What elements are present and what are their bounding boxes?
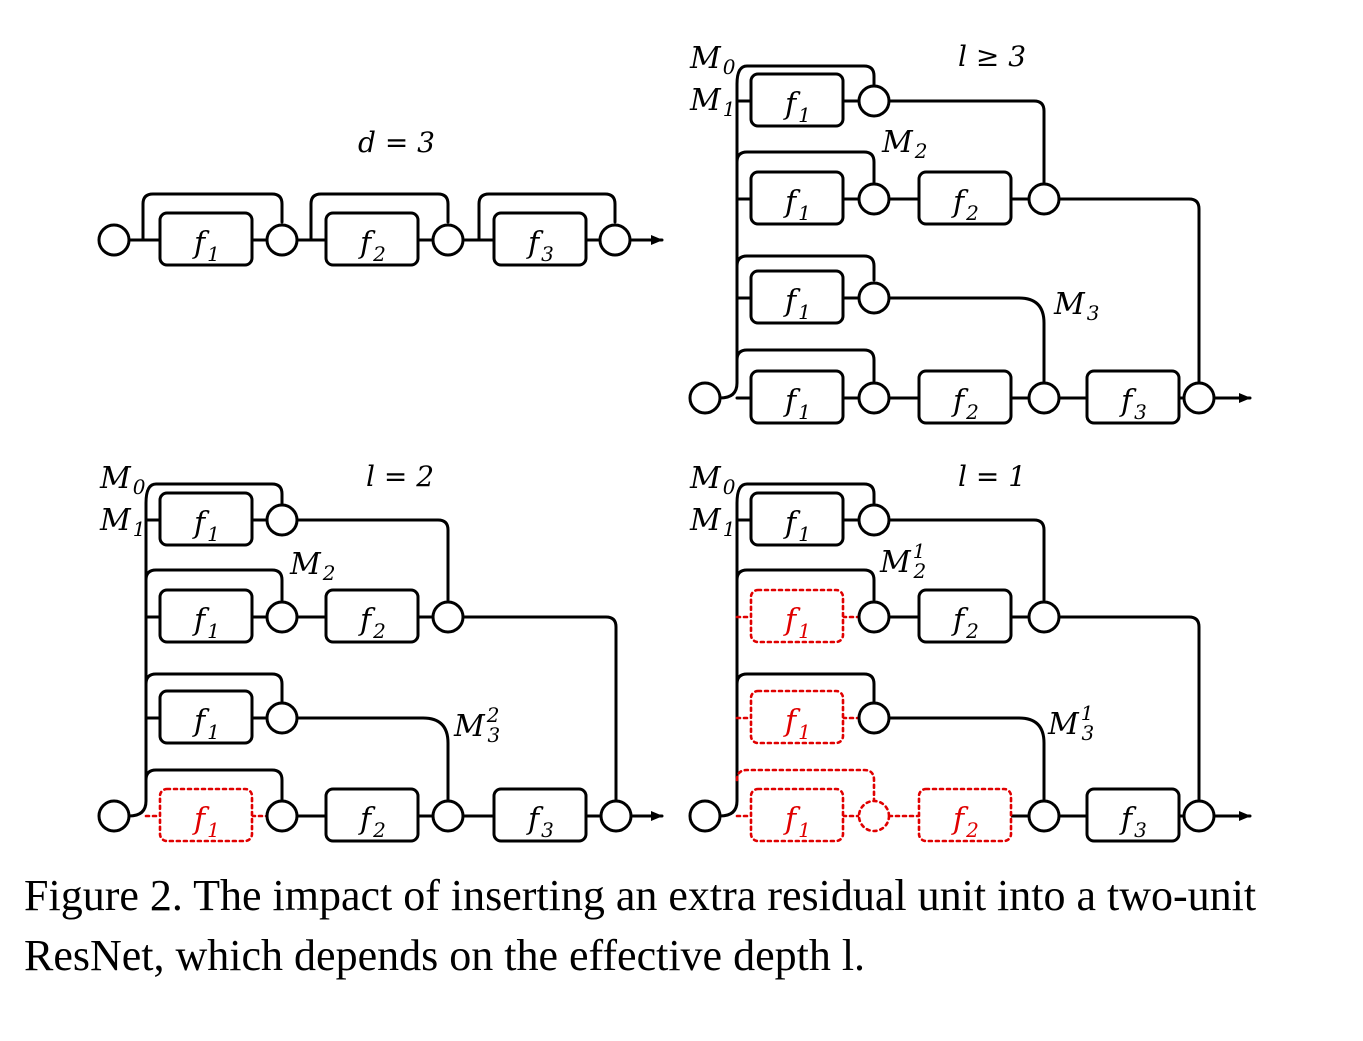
block-f2: [917, 369, 1013, 425]
block-f2: [324, 787, 420, 843]
row2-wires: [144, 568, 618, 802]
sum-node: [857, 701, 891, 735]
block-f1: [158, 689, 254, 745]
block-f3: [492, 211, 588, 267]
sum-node: [265, 600, 299, 634]
sum-node: [265, 701, 299, 735]
spine: [127, 482, 284, 818]
sum-node: [857, 182, 891, 216]
inserted-block-f2: [917, 787, 1013, 843]
panel-lge3-title: l ≥ 3: [958, 40, 1026, 73]
block-f1: [749, 170, 845, 226]
sum-node: [1027, 182, 1061, 216]
block-f1: [749, 491, 845, 547]
row3-wires: [735, 672, 1046, 802]
block-f1: [158, 588, 254, 644]
block-f3: [1085, 787, 1181, 843]
sum-node: [431, 799, 465, 833]
inserted-block-f1: [749, 588, 845, 644]
inserted-block-f1: [749, 787, 845, 843]
block-f2: [324, 588, 420, 644]
row1-wires: [735, 99, 1046, 187]
sum-node: [1027, 799, 1061, 833]
sum-node: [431, 600, 465, 634]
sum-node: [857, 600, 891, 634]
spine: [718, 64, 876, 400]
sum-node: [1027, 381, 1061, 415]
row4-wires: [144, 768, 662, 816]
input-node: [688, 799, 722, 833]
figure-caption: Figure 2. The impact of inserting an ext…: [24, 871, 1257, 980]
panel-l2-title: l = 2: [366, 460, 434, 493]
sum-node: [857, 381, 891, 415]
output-node: [1182, 381, 1216, 415]
inserted-block-f1: [158, 787, 254, 843]
row4-wires: [735, 348, 1250, 398]
sum-node: [265, 223, 299, 257]
input-node: [97, 223, 131, 257]
row3-wires: [735, 254, 1046, 384]
output-node: [598, 223, 632, 257]
input-node: [97, 799, 131, 833]
block-f3: [492, 787, 588, 843]
sum-node: [265, 799, 299, 833]
skip-2: [309, 192, 450, 242]
row2-wires: [735, 150, 1201, 385]
block-f2: [917, 170, 1013, 226]
block-f1: [749, 72, 845, 128]
panel-d3-title: d = 3: [358, 126, 435, 159]
block-f1: [749, 269, 845, 325]
panel-l1-title: l = 1: [958, 460, 1026, 493]
input-node: [688, 381, 722, 415]
inserted-block-f1: [749, 689, 845, 745]
block-f1: [158, 491, 254, 547]
skip-1: [141, 192, 284, 242]
output-node: [1182, 799, 1216, 833]
inserted-sum-node: [857, 799, 891, 833]
sum-node: [1027, 600, 1061, 634]
inserted-wires: [735, 615, 921, 818]
sum-node: [857, 281, 891, 315]
sum-node: [265, 503, 299, 537]
row2-wires: [735, 568, 1201, 802]
row1-wires: [144, 518, 450, 602]
skip-3: [477, 192, 617, 242]
block-f1: [158, 211, 254, 267]
block-f2: [324, 211, 420, 267]
sum-node: [431, 223, 465, 257]
output-node: [599, 799, 633, 833]
sum-node: [857, 84, 891, 118]
spine: [718, 482, 876, 818]
block-f1: [749, 369, 845, 425]
block-f2: [917, 588, 1013, 644]
block-f3: [1085, 369, 1181, 425]
sum-node: [857, 503, 891, 537]
row1-wires: [735, 518, 1046, 602]
row3-wires: [144, 672, 450, 802]
